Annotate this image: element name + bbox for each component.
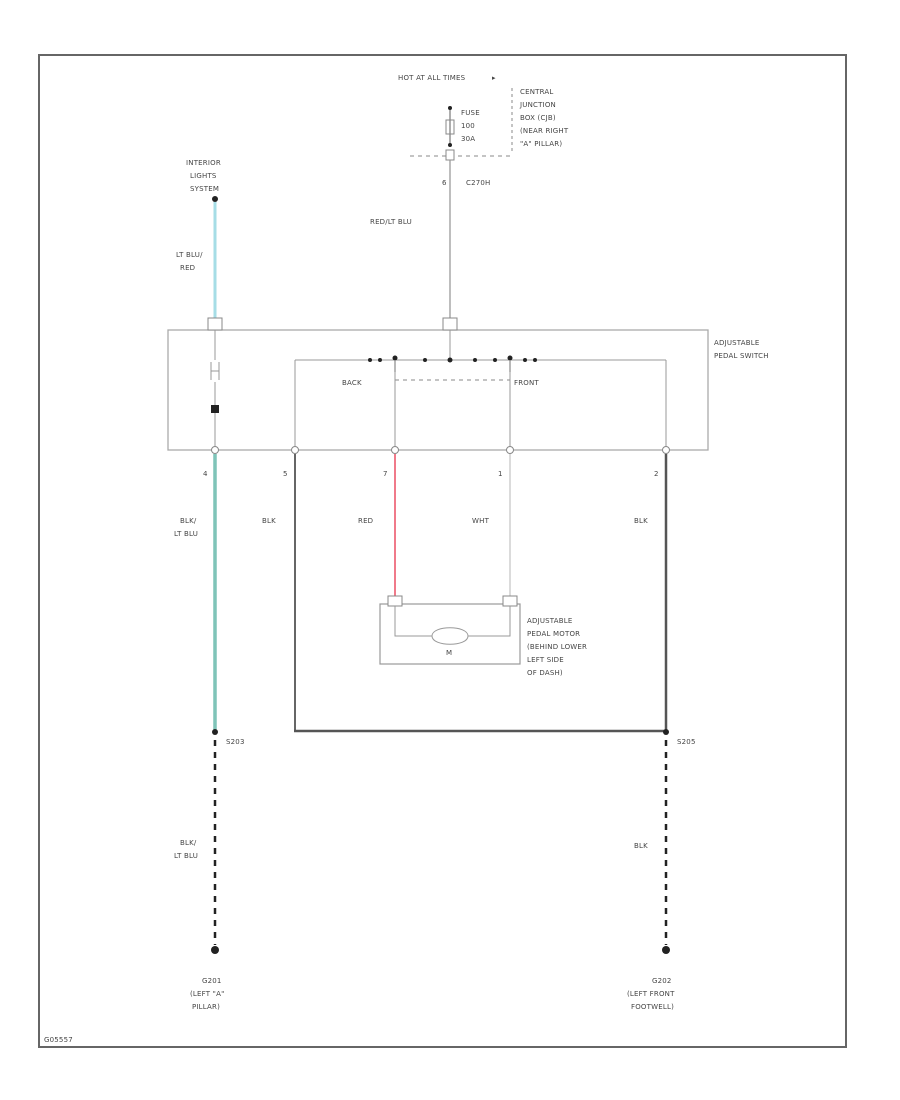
internal-lamp-icon: [210, 362, 220, 380]
interior-lights-label-1: INTERIOR: [186, 159, 221, 167]
motor-internal-wiring: [394, 606, 511, 637]
splice-s203-label: S203: [226, 738, 245, 746]
switch-pin-2: [662, 446, 670, 454]
fuse-label: FUSE: [461, 109, 480, 117]
g201-label-3: PILLAR): [192, 1003, 220, 1011]
back-contact-label: BACK: [342, 379, 362, 387]
diagram-frame: [38, 54, 847, 1048]
ground-left-wire-label-2: LT BLU: [174, 852, 198, 860]
blk-lt-blu-label-1: BLK/: [180, 517, 197, 525]
blk-label-pin-5: BLK: [262, 517, 276, 525]
interior-lights-label-2: LIGHTS: [190, 172, 217, 180]
interior-lights-terminal: [212, 196, 218, 202]
blk-label-pin-2: BLK: [634, 517, 648, 525]
pedal-motor-box: [379, 603, 521, 665]
splice-s205-label: S205: [677, 738, 696, 746]
connector-pin: 6: [442, 179, 447, 187]
motor-connector-left: [387, 595, 403, 607]
connector-label: C270H: [466, 179, 491, 187]
motor-label-5: OF DASH): [527, 669, 563, 677]
ground-right-wire-label: BLK: [634, 842, 648, 850]
switch-pin-7: [391, 446, 399, 454]
pin-5-label: 5: [283, 470, 288, 478]
motor-label-3: (BEHIND LOWER: [527, 643, 587, 651]
pin-1-label: 1: [498, 470, 503, 478]
motor-icon: [431, 627, 469, 645]
g201-label-1: G201: [202, 977, 222, 985]
motor-connector-right: [502, 595, 518, 607]
power-source-label: HOT AT ALL TIMES: [398, 74, 466, 82]
pedal-switch-label-1: ADJUSTABLE: [714, 339, 759, 347]
g202-label-2: (LEFT FRONT: [627, 990, 675, 998]
wht-wire-label: WHT: [472, 517, 490, 525]
fuse-amp: 30A: [461, 135, 475, 143]
cjb-label-4: (NEAR RIGHT: [520, 127, 569, 135]
adjustable-pedal-switch-box: [167, 329, 709, 451]
ground-g201-icon: [211, 946, 219, 954]
switch-top-connector-left: [207, 317, 223, 331]
cjb-label-3: BOX (CJB): [520, 114, 556, 122]
front-contact-label: FRONT: [514, 379, 539, 387]
pin-7-label: 7: [383, 470, 388, 478]
motor-symbol: M: [446, 649, 452, 657]
pin-2-label: 2: [654, 470, 659, 478]
fuse-terminal-bottom: [448, 143, 452, 147]
ground-left-wire-label-1: BLK/: [180, 839, 197, 847]
lt-blu-red-label-2: RED: [180, 264, 195, 272]
motor-label-1: ADJUSTABLE: [527, 617, 572, 625]
cjb-label-2: JUNCTION: [519, 101, 556, 109]
splice-s203: [212, 729, 218, 735]
switch-pin-5: [291, 446, 299, 454]
figure-id: G05557: [44, 1036, 73, 1044]
fuse-terminal-top: [448, 106, 452, 110]
lt-blu-red-label-1: LT BLU/: [176, 251, 203, 259]
pin-4-label: 4: [203, 470, 208, 478]
cjb-label-1: CENTRAL: [520, 88, 554, 96]
svg-text:▸: ▸: [492, 74, 496, 82]
g201-label-2: (LEFT "A": [190, 990, 225, 998]
switch-pin-4: [211, 446, 219, 454]
ground-g202-icon: [662, 946, 670, 954]
switch-pin-1: [506, 446, 514, 454]
splice-s205: [663, 729, 669, 735]
red-wire-label: RED: [358, 517, 373, 525]
fuse-number: 100: [461, 122, 475, 130]
switch-top-connector-right: [442, 317, 458, 331]
g202-label-3: FOOTWELL): [631, 1003, 674, 1011]
interior-lights-label-3: SYSTEM: [190, 185, 219, 193]
motor-label-4: LEFT SIDE: [527, 656, 564, 664]
red-lt-blu-label: RED/LT BLU: [370, 218, 412, 226]
cjb-label-5: "A" PILLAR): [520, 140, 562, 148]
blk-lt-blu-label-2: LT BLU: [174, 530, 198, 538]
internal-resistor-icon: [211, 405, 219, 413]
g202-label-1: G202: [652, 977, 672, 985]
switch-contacts: [368, 355, 537, 372]
motor-label-2: PEDAL MOTOR: [527, 630, 580, 638]
pedal-switch-label-2: PEDAL SWITCH: [714, 352, 769, 360]
